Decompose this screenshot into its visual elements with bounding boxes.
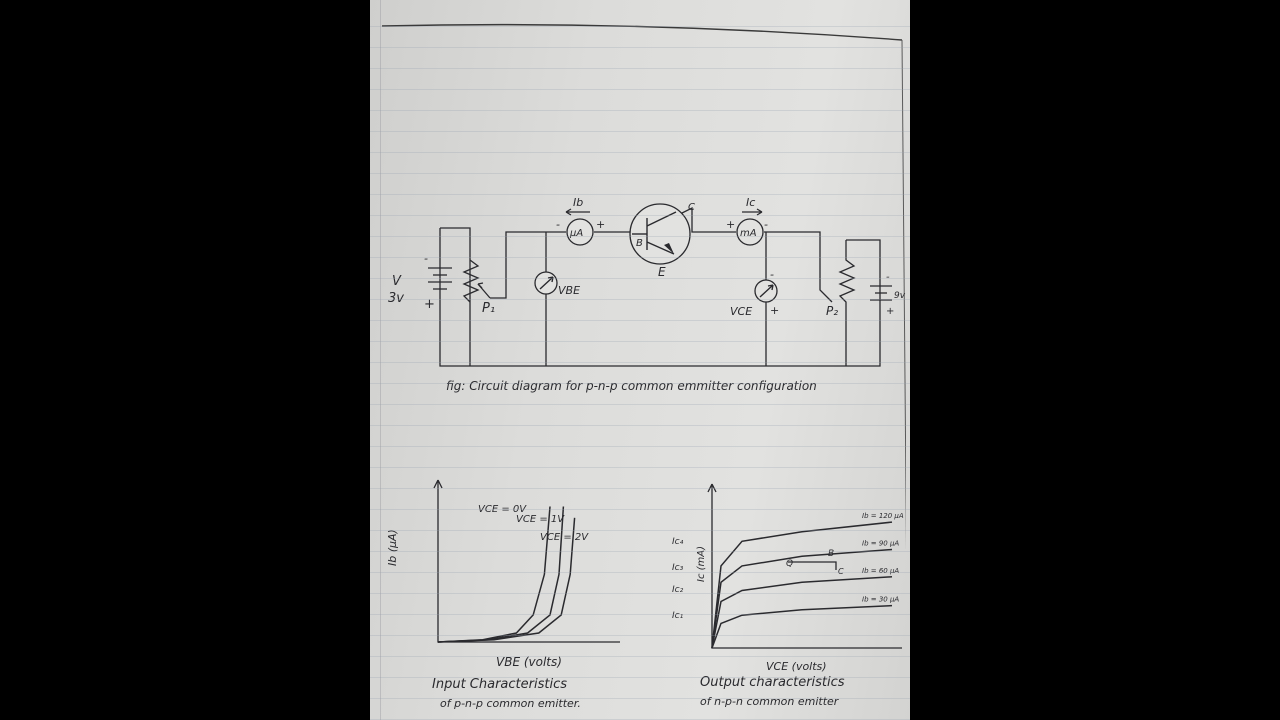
emitter-arrow bbox=[664, 243, 674, 254]
ruled-line bbox=[370, 404, 910, 405]
ruled-line bbox=[370, 551, 910, 552]
output-series-line bbox=[711, 576, 893, 649]
output-series-label: Ib = 60 μA bbox=[862, 567, 899, 575]
output-characteristics-chart: Ic (mA) VCE (volts) Ic₄ Ic₃ Ic₂ Ic₁ Q B C I… bbox=[672, 483, 904, 673]
input-xlabel: VBE (volts) bbox=[496, 655, 562, 669]
ruled-line bbox=[370, 677, 910, 678]
point-q: Q bbox=[786, 559, 793, 569]
ruled-line bbox=[370, 467, 910, 468]
point-c: C bbox=[838, 567, 844, 576]
ruled-line bbox=[370, 572, 910, 573]
ruled-line bbox=[370, 152, 910, 153]
notebook-page: V 3v - + P₁ μA Ib - + VBE B C E mA Ic + … bbox=[370, 0, 910, 720]
ruled-line bbox=[370, 635, 910, 636]
ruled-line bbox=[370, 593, 910, 594]
microammeter-label: μA bbox=[569, 228, 583, 239]
output-ylabel: Ic (mA) bbox=[696, 546, 707, 582]
output-y-tick-label: Ic₁ bbox=[672, 611, 684, 621]
input-axes bbox=[437, 480, 620, 643]
output-series-label: Ib = 90 μA bbox=[862, 539, 899, 547]
ruled-line bbox=[370, 89, 910, 90]
input-caption-line2: of p-n-p common emitter. bbox=[440, 697, 581, 710]
ruled-line bbox=[370, 110, 910, 111]
circuit-caption: fig: Circuit diagram for p-n-p common em… bbox=[446, 379, 817, 393]
ruled-line bbox=[370, 341, 910, 342]
ruled-line bbox=[370, 236, 910, 237]
ruled-line bbox=[370, 257, 910, 258]
input-series-label: VCE = 1V bbox=[516, 514, 565, 525]
transistor-symbol bbox=[629, 203, 691, 265]
collector-label: C bbox=[688, 202, 695, 213]
input-ylabel: Ib (μA) bbox=[386, 529, 399, 566]
label-v: V bbox=[392, 274, 402, 289]
ic-arrow-label: Ic bbox=[746, 196, 755, 209]
ib-meter-minus: - bbox=[556, 218, 560, 231]
right-battery-plus: + bbox=[886, 306, 894, 317]
ruled-line bbox=[370, 530, 910, 531]
battery-minus: - bbox=[424, 252, 428, 265]
battery-plus: + bbox=[424, 297, 435, 312]
circuit-diagram: V 3v - + P₁ μA Ib - + VBE B C E mA Ic + … bbox=[388, 196, 906, 367]
output-xlabel: VCE (volts) bbox=[766, 660, 827, 673]
ruled-line bbox=[370, 320, 910, 321]
ruled-line bbox=[370, 614, 910, 615]
output-y-tick-label: Ic₄ bbox=[672, 537, 684, 547]
label-p1: P₁ bbox=[482, 301, 495, 316]
input-series-line bbox=[437, 517, 576, 643]
base-label: B bbox=[636, 238, 643, 249]
page-border bbox=[381, 23, 906, 551]
ruled-line bbox=[370, 383, 910, 384]
input-series-label: VCE = 0V bbox=[478, 504, 527, 515]
ruled-line bbox=[370, 131, 910, 132]
output-caption-line1: Output characteristics bbox=[700, 675, 845, 690]
output-y-tick-label: Ic₂ bbox=[672, 585, 684, 595]
output-series-line bbox=[711, 548, 893, 649]
ruled-line bbox=[370, 47, 910, 48]
ruled-line bbox=[370, 68, 910, 69]
ic-meter-plus: + bbox=[726, 218, 735, 231]
vce-meter-minus: - bbox=[770, 268, 774, 281]
emitter-label: E bbox=[658, 265, 666, 279]
q-b-c-marker bbox=[788, 561, 837, 570]
ib-arrow-label: Ib bbox=[573, 196, 583, 209]
output-series-label: Ib = 30 μA bbox=[862, 596, 899, 604]
label-3v: 3v bbox=[388, 291, 404, 306]
vce-label: VCE bbox=[730, 305, 752, 318]
ib-meter-plus: + bbox=[596, 218, 605, 231]
output-series-label: Ib = 120 μA bbox=[862, 512, 904, 520]
ruled-line bbox=[370, 446, 910, 447]
point-b: B bbox=[828, 549, 834, 559]
output-y-tick-label: Ic₃ bbox=[672, 563, 684, 573]
milliammeter bbox=[736, 218, 764, 246]
ruled-line bbox=[370, 425, 910, 426]
milliammeter-label: mA bbox=[740, 228, 757, 239]
ruled-line bbox=[370, 362, 910, 363]
margin-line bbox=[380, 0, 381, 720]
ruled-line bbox=[370, 656, 910, 657]
output-caption-line2: of n-p-n common emitter bbox=[700, 695, 839, 708]
input-series-label: VCE = 2V bbox=[540, 532, 589, 543]
input-caption-line1: Input Characteristics bbox=[432, 677, 567, 692]
ic-meter-minus: - bbox=[764, 218, 768, 231]
output-series-line bbox=[711, 604, 893, 649]
input-series-line bbox=[437, 506, 551, 643]
ruled-line bbox=[370, 488, 910, 489]
ruled-line bbox=[370, 26, 910, 27]
ruled-line bbox=[370, 278, 910, 279]
microammeter bbox=[566, 218, 594, 246]
ruled-line bbox=[370, 194, 910, 195]
vce-meter-plus: + bbox=[770, 304, 779, 317]
right-battery-voltage: 9v bbox=[894, 291, 906, 301]
ruled-line bbox=[370, 173, 910, 174]
output-series-line bbox=[711, 521, 893, 649]
label-p2: P₂ bbox=[826, 304, 838, 318]
ruled-line bbox=[370, 698, 910, 699]
right-battery-minus: - bbox=[886, 272, 890, 283]
vbe-label: VBE bbox=[558, 284, 580, 297]
ruled-line bbox=[370, 509, 910, 510]
ruled-line bbox=[370, 299, 910, 300]
ruled-line bbox=[370, 215, 910, 216]
